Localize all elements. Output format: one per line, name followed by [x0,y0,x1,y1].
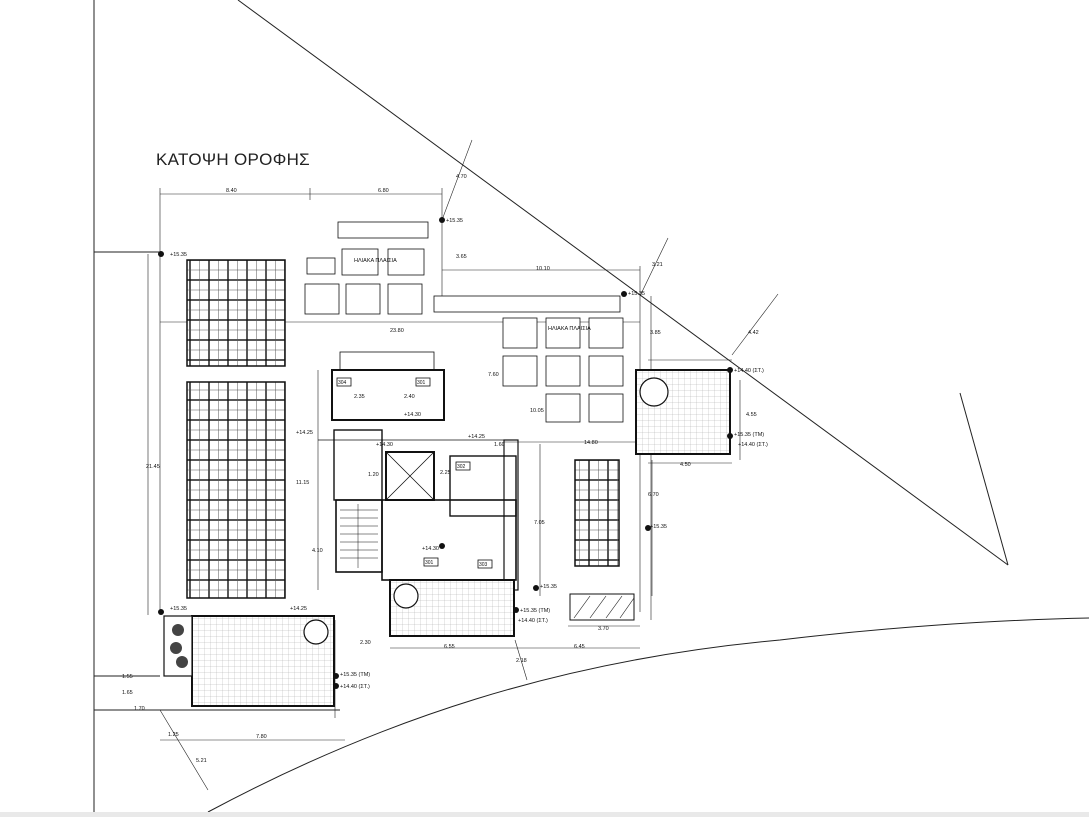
elev-1535-top: +15.35 [446,218,463,224]
elev-1430-a: +14.30 [404,412,421,418]
terraces [163,369,731,707]
boundary-bottom-curve [207,617,1089,813]
building-core [318,369,519,591]
elev-1440-st-tr2: +14.40 (ΣΤ.) [738,442,768,448]
room-block-lower [381,499,517,581]
room-304: 304 [338,380,347,386]
dim-125: 1.25 [168,732,179,738]
room-tag-301-mid [423,557,439,567]
dim-218: 2.18 [516,658,527,664]
room-301-top: 301 [417,380,426,386]
solar-label-1: ΗΛΙΑΚΑ ΠΛΑΙΣΙΑ [354,258,397,264]
dim-1010: 10.10 [536,266,550,272]
solar-panel-arrays [186,259,635,621]
dim-840: 8.40 [226,188,237,194]
elev-1425-c: +14.25 [290,606,307,612]
solar-label-2: ΗΛΙΑΚΑ ΠΛΑΙΣΙΑ [548,326,591,332]
dim-760: 7.60 [488,372,499,378]
elev-1425-a: +14.25 [296,430,313,436]
dim-385: 3.85 [650,330,661,336]
dim-680: 6.80 [378,188,389,194]
elev-1440-st-tr: +14.40 (ΣΤ.) [734,368,764,374]
elev-1535-br: +15.35 [540,584,557,590]
elev-1430-b: +14.30 [376,442,393,448]
solar-array-center-vertical [574,459,620,567]
dim-450: 4.50 [680,462,691,468]
solar-array-bottom-right [569,593,635,621]
dim-470: 4.70 [456,174,467,180]
dim-265: 3.65 [456,254,467,260]
elev-1535-tm-bl: +15.35 (ΤΜ) [340,672,370,678]
solar-water-heaters-right [339,295,624,423]
room-302: 302 [457,464,466,470]
room-301-mid: 301 [425,560,434,566]
elev-1440-st-bl: +14.40 (ΣΤ.) [340,684,370,690]
wc-block [449,455,517,517]
left-shaft [333,429,383,501]
elev-1535-mid: +15.35 [650,524,667,530]
dim-2380: 23.80 [390,328,404,334]
dim-410: 4.10 [312,548,323,554]
dim-240: 2.40 [404,394,415,400]
dim-1480: 14.80 [584,440,598,446]
spiral-stair-bl [303,619,329,645]
dim-225: 2.25 [440,470,451,476]
stair-block [335,499,383,573]
dim-165: 1.65 [122,690,133,696]
dim-645: 6.45 [574,644,585,650]
boundary-right [959,392,1009,566]
elev-1535-tm-tr: +15.35 (ΤΜ) [734,432,764,438]
dim-442: 4.42 [748,330,759,336]
elev-1425-b: +14.25 [468,434,485,440]
dim-1115: 11.15 [296,480,309,486]
dimension-lines [130,139,779,791]
elev-1535-tm-bm: +15.35 (ΤΜ) [520,608,550,614]
room-tag-301-top [415,377,431,387]
spiral-stair-bc [393,583,419,609]
core-outer [331,369,445,421]
plot-boundary [93,0,1089,813]
room-tag-302 [455,461,471,471]
room-tag-303 [477,559,493,569]
page-title: ΚΑΤΟΨΗ ΟΡΟΦΗΣ [156,150,310,169]
dim-120: 1.20 [368,472,379,478]
dim-705: 7.05 [534,520,545,526]
room-303: 303 [479,562,488,568]
dim-1005: 10.05 [530,408,544,414]
solar-array-left-long [186,381,286,599]
dim-155: 1.55 [122,674,133,680]
room-tag-304 [336,377,352,387]
dim-780: 7.80 [256,734,267,740]
solar-array-top-left [186,259,286,367]
elev-1535-bl: +15.35 [170,606,187,612]
annotations: ΗΛΙΑΚΑ ΠΛΑΙΣΙΑ ΗΛΙΑΚΑ ΠΛΑΙΣΙΑ +15.35 +15… [122,174,768,764]
stair-steps [340,504,378,568]
elev-1535-right: +15.35 [628,291,645,297]
dim-670: 6.70 [648,492,659,498]
dim-321: 3.21 [652,262,663,268]
elev-1535-tl: +15.35 [170,252,187,258]
dim-370: 3.70 [598,626,609,632]
solar-bottom-right-hatch [573,595,635,619]
boundary-top-diagonal [237,0,1009,566]
elev-1440-st-bm: +14.40 (ΣΤ.) [518,618,548,624]
dim-230: 2.30 [360,640,371,646]
elev-1430-c: +14.30 [422,546,439,552]
spiral-stair-right [639,377,669,407]
bottom-scroll-strip [0,812,1089,817]
dim-2145: 21.45 [146,464,160,470]
dim-521: 5.21 [196,758,207,764]
dim-170: 1.70 [134,706,145,712]
dim-235: 2.35 [354,394,365,400]
solar-water-heaters-top [304,221,429,315]
dim-455: 4.55 [746,412,757,418]
dim-160: 1.60 [494,442,505,448]
level-markers [158,217,733,689]
dim-655: 6.55 [444,644,455,650]
